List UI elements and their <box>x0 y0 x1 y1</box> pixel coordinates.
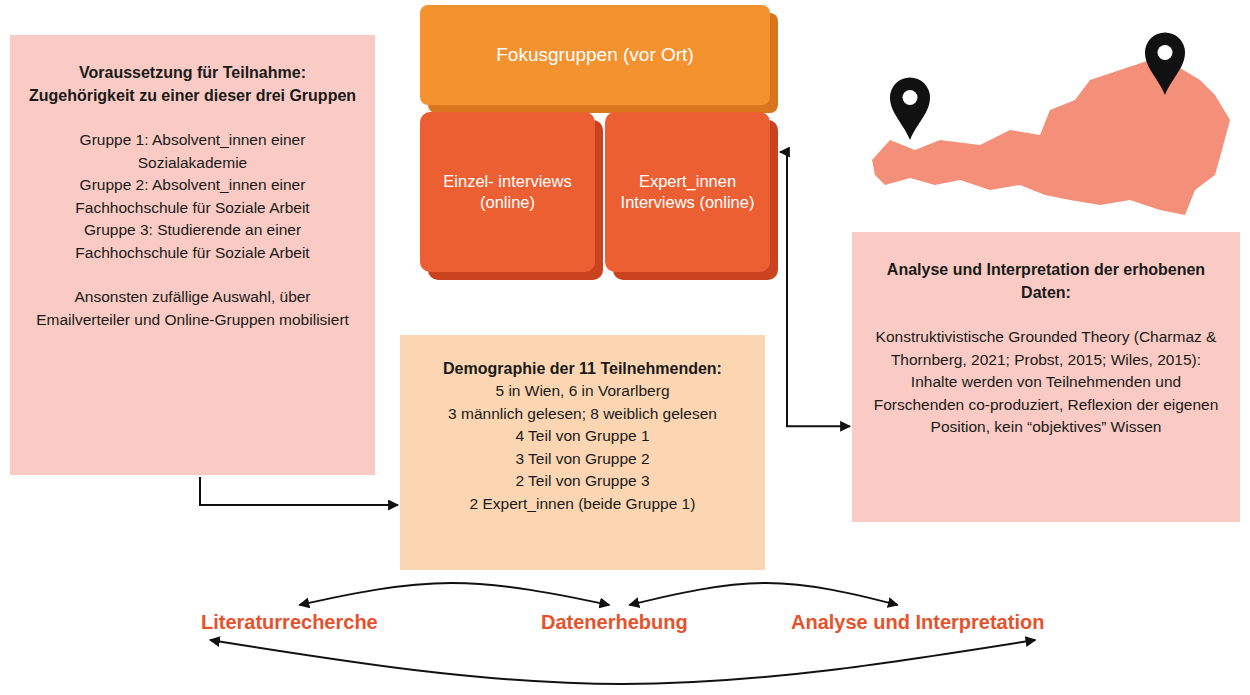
connector-arrow <box>780 152 850 426</box>
connector-arrow <box>299 583 609 605</box>
box-text: Ansonsten zufällige Auswahl, über Emailv… <box>28 286 357 331</box>
box-text: Gruppe 2: Absolvent_innen einer Fachhoch… <box>28 174 357 219</box>
box-text: 2 Teil von Gruppe 3 <box>416 470 749 492</box>
method-block: Expert_innen Interviews (online) <box>605 112 770 272</box>
box-text: Einzel- interviews (online) <box>432 171 583 214</box>
box-text: Gruppe 3: Studierende an einer Fachhochs… <box>28 219 357 264</box>
box-heading: Demographie der 11 Teilnehmenden: <box>416 357 749 380</box>
demographics-box: Demographie der 11 Teilnehmenden:5 in Wi… <box>400 335 765 570</box>
box-heading: Voraussetzung für Teilnahme: Zugehörigke… <box>28 61 357 107</box>
connector-arrow <box>629 583 897 605</box>
box-text: 2 Expert_innen (beide Gruppe 1) <box>416 493 749 515</box>
connector-arrow <box>210 640 1035 684</box>
analysis-box: Analyse und Interpretation der erhobenen… <box>852 232 1240 522</box>
austria-map <box>872 60 1230 215</box>
connector-arrow <box>200 477 398 505</box>
process-step: Datenerhebung <box>535 607 694 638</box>
box-text: Fokusgruppen (vor Ort) <box>496 43 693 68</box>
box-text: 5 in Wien, 6 in Vorarlberg <box>416 380 749 402</box>
box-text: 3 Teil von Gruppe 2 <box>416 448 749 470</box>
process-step: Analyse und Interpretation <box>785 607 1050 638</box>
box-text: Konstruktivistische Grounded Theory (Cha… <box>870 326 1222 438</box>
method-block: Einzel- interviews (online) <box>420 112 595 272</box>
box-text: 3 männlich gelesen; 8 weiblich gelesen <box>416 403 749 425</box>
box-text: Analyse und Interpretation <box>791 611 1044 634</box>
box-text: Expert_innen Interviews (online) <box>617 171 758 214</box>
box-text: Gruppe 1: Absolvent_innen einer Sozialak… <box>28 129 357 174</box>
box-text: Literaturrecherche <box>201 611 378 634</box>
box-text: 4 Teil von Gruppe 1 <box>416 425 749 447</box>
location-pin <box>890 78 930 141</box>
box-heading: Analyse und Interpretation der erhobenen… <box>870 258 1222 304</box>
box-text: Datenerhebung <box>541 611 688 634</box>
location-pin <box>1145 33 1185 96</box>
process-step: Literaturrecherche <box>195 607 384 638</box>
method-block: Fokusgruppen (vor Ort) <box>420 5 770 105</box>
criteria-box: Voraussetzung für Teilnahme: Zugehörigke… <box>10 35 375 475</box>
